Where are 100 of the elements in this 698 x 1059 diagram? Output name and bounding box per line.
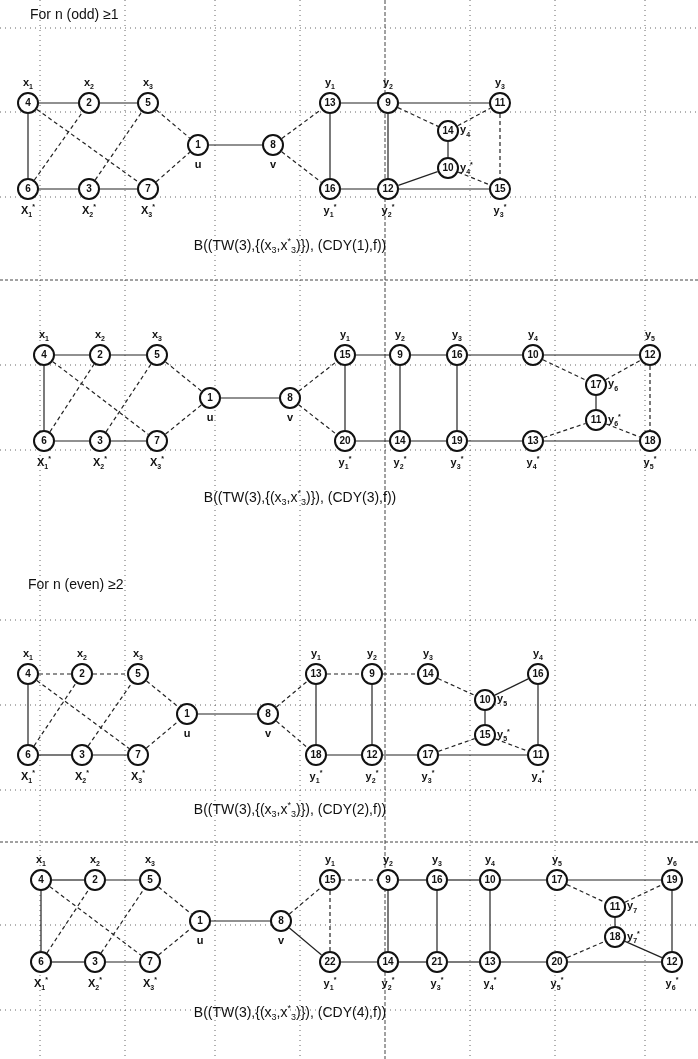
vertex-circle: 8: [262, 134, 284, 156]
vertex-circle: 8: [257, 703, 279, 725]
graph-edge: [398, 961, 427, 963]
graph-edge: [329, 113, 331, 179]
graph-edge: [275, 680, 309, 708]
graph-edge: [275, 720, 309, 749]
vertex-circle: 5: [137, 92, 159, 114]
graph-caption: B((TW(3),{(x$_{3}$,x$^{*}$$_{3}$)}), (CDY(1),f)): [193, 236, 387, 256]
vertex-circle: 7: [139, 951, 161, 973]
graph-edge: [567, 879, 662, 881]
vertex-circle: 9: [377, 92, 399, 114]
graph-edge: [399, 365, 401, 431]
graph-edge: [382, 754, 418, 756]
vertex-circle: 10: [522, 344, 544, 366]
graph-edge: [438, 754, 528, 756]
graph-edge: [340, 188, 378, 190]
vertex-label: y$_{3}$: [452, 328, 462, 342]
graph-edge: [281, 108, 322, 140]
vertex-circle: 13: [305, 663, 327, 685]
vertex-circle: 2: [78, 92, 100, 114]
graph-edge: [94, 111, 143, 181]
vertex-circle: 3: [84, 951, 106, 973]
graph-edge: [447, 961, 480, 963]
vertex-circle: 17: [546, 869, 568, 891]
graph-edge: [164, 404, 203, 435]
graph-edge: [208, 144, 263, 146]
graph-edge: [500, 961, 547, 963]
graph-edge: [447, 141, 449, 158]
vertex-label: u: [194, 159, 202, 170]
vertex-circle: 1: [199, 387, 221, 409]
graph-edge: [355, 354, 390, 356]
vertex-circle: 3: [89, 430, 111, 452]
graph-edge: [649, 365, 651, 431]
graph-edge: [40, 890, 42, 952]
graph-edge: [329, 890, 331, 952]
vertex-circle: 12: [661, 951, 683, 973]
graph-edge: [33, 682, 77, 747]
graph-edge: [543, 440, 640, 442]
graph-edge: [410, 440, 447, 442]
vertex-label: x$_{2}$: [90, 853, 100, 867]
vertex-circle: 5: [127, 663, 149, 685]
vertex-circle: 11: [604, 896, 626, 918]
vertex-label: y$_{4}$: [460, 124, 471, 138]
graph-edge: [49, 363, 95, 433]
vertex-circle: 11: [489, 92, 511, 114]
graph-edge: [484, 710, 486, 725]
vertex-circle: 9: [361, 663, 383, 685]
vertex-circle: 7: [127, 744, 149, 766]
graph-edge: [38, 188, 79, 190]
vertex-circle: 11: [585, 409, 607, 431]
vertex-label: y$_{4}$: [533, 647, 543, 661]
graph-edge: [51, 879, 85, 881]
vertex-label: y$_{4}$: [485, 853, 495, 867]
vertex-circle: 10: [479, 869, 501, 891]
vertex-circle: 6: [30, 951, 52, 973]
vertex-circle: 19: [446, 430, 468, 452]
graph-edge: [298, 404, 337, 435]
graph-edge: [543, 354, 640, 356]
vertex-circle: 15: [474, 724, 496, 746]
graph-edge: [500, 879, 547, 881]
graph-edge: [382, 673, 418, 675]
graph-edge: [99, 188, 138, 190]
vertex-circle: 9: [389, 344, 411, 366]
graph-edge: [467, 354, 523, 356]
graph-edge: [595, 395, 597, 410]
vertex-circle: 20: [334, 430, 356, 452]
graph-edge: [371, 684, 373, 745]
graph-edge: [46, 888, 90, 954]
vertex-label: x$_{2}$: [77, 647, 87, 661]
vertex-circle: 12: [361, 744, 383, 766]
vertex-circle: 4: [17, 663, 39, 685]
graph-edge: [164, 361, 203, 392]
vertex-label: x$_{1}$: [23, 647, 33, 661]
vertex-circle: 14: [389, 430, 411, 452]
graph-edge: [566, 940, 606, 959]
graph-edge: [49, 886, 142, 956]
graph-edge: [38, 673, 72, 675]
vertex-circle: 10: [437, 157, 459, 179]
graph-edge: [105, 363, 152, 433]
vertex-circle: 13: [319, 92, 341, 114]
graph-caption: B((TW(3),{(x$_{3}$,x$^{*}$$_{3}$)}), (CDY(4),f)): [193, 1003, 387, 1023]
graph-edge: [38, 754, 72, 756]
graph-edge: [457, 107, 491, 127]
vertex-circle: 14: [437, 120, 459, 142]
vertex-label: y$_{6}$: [608, 378, 619, 392]
graph-edge: [36, 679, 130, 750]
graph-edge: [288, 886, 323, 915]
vertex-label: u: [183, 728, 191, 739]
vertex-circle: 14: [377, 951, 399, 973]
vertex-circle: 16: [446, 344, 468, 366]
vertex-label: y$_{5}$: [645, 328, 655, 342]
graph-edge: [398, 879, 427, 881]
vertex-circle: 2: [84, 869, 106, 891]
graph-caption: B((TW(3),{(x$_{3}$,x$^{*}$$_{3}$)}), (CDY(3),f)): [203, 488, 397, 508]
vertex-label: y$_{5}$: [552, 853, 562, 867]
vertex-label: y$_{2}$: [395, 328, 405, 342]
vertex-circle: 12: [639, 344, 661, 366]
vertex-label: v: [286, 412, 294, 423]
vertex-label: y$_{1}$: [311, 647, 321, 661]
vertex-label: u: [196, 935, 204, 946]
